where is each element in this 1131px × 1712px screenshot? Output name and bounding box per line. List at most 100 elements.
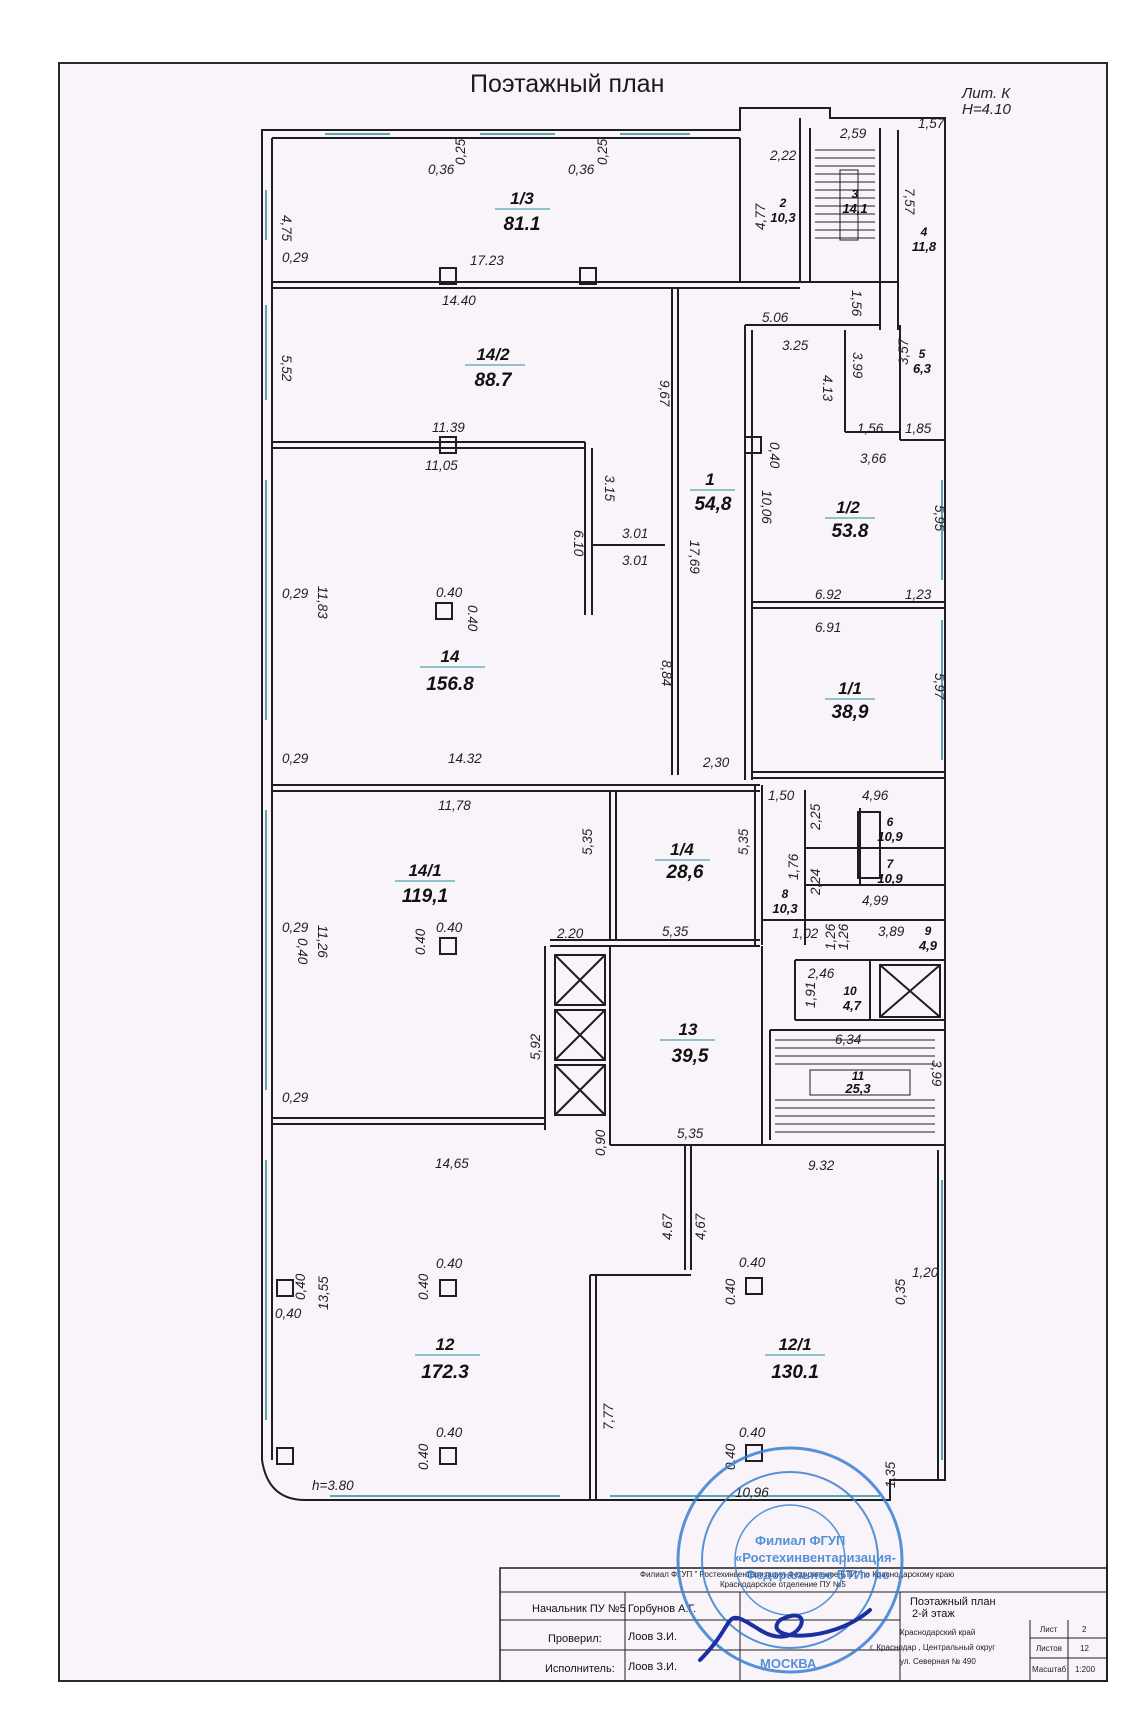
room-14-2: 14/288.7: [465, 345, 525, 391]
org-line-2: Краснодарское отделение ПУ №5: [720, 1580, 846, 1589]
svg-text:1: 1: [705, 470, 714, 489]
dim: 7,57: [902, 188, 917, 215]
dim: 1,35: [883, 1461, 898, 1488]
dim: 3,89: [878, 924, 905, 939]
svg-text:1/4: 1/4: [670, 840, 694, 859]
dim: 0,40: [275, 1306, 302, 1321]
svg-text:130.1: 130.1: [771, 1362, 819, 1383]
dim: 5,97: [932, 673, 947, 700]
dim: 0.40: [436, 585, 463, 600]
dim: 11,05: [425, 458, 458, 473]
dim: 5.06: [762, 310, 789, 325]
dim: 6,34: [835, 1032, 861, 1047]
dim: 0.40: [723, 1278, 738, 1305]
dim: 3,99: [929, 1060, 944, 1087]
svg-text:13: 13: [679, 1020, 698, 1039]
room-10: 104,7: [842, 984, 862, 1013]
dim: 4,67: [693, 1213, 708, 1240]
dim: 0.40: [465, 605, 480, 632]
svg-text:14: 14: [441, 647, 460, 666]
dim: 2,59: [839, 126, 867, 141]
dim: 1,50: [768, 788, 795, 803]
windows: [265, 133, 943, 1497]
dim: 5,52: [279, 355, 294, 382]
dim: 0,40: [295, 938, 310, 965]
dim: 0.40: [739, 1425, 766, 1440]
dim: 13,55: [316, 1276, 331, 1310]
dim: 6.91: [815, 620, 841, 635]
dim: 0,25: [453, 138, 468, 165]
dim: 0,35: [893, 1278, 908, 1305]
dim: 4,96: [862, 788, 889, 803]
dim: 1,56: [857, 421, 884, 436]
svg-text:53.8: 53.8: [832, 521, 869, 542]
dim: 3,66: [860, 451, 887, 466]
stamp-line-2: «Ростехинвентаризация-: [735, 1550, 896, 1565]
dim: 6.92: [815, 587, 842, 602]
doc-title: Поэтажный план: [910, 1596, 996, 1608]
dim: 4,77: [753, 203, 768, 230]
dim: 1,20: [912, 1265, 939, 1280]
room-12: 12 172.3: [415, 1335, 480, 1383]
svg-text:1/2: 1/2: [836, 498, 860, 517]
svg-text:14/2: 14/2: [476, 345, 510, 364]
svg-text:12: 12: [436, 1335, 455, 1354]
dim: 0,90: [593, 1129, 608, 1156]
svg-text:3: 3: [852, 187, 859, 201]
svg-text:54,8: 54,8: [695, 494, 732, 515]
scale-value: 1:200: [1075, 1665, 1096, 1674]
dim: 9.32: [808, 1158, 835, 1173]
row-role: Начальник ПУ №5: [532, 1603, 626, 1615]
dim: 4,75: [279, 215, 294, 242]
svg-text:11: 11: [852, 1069, 865, 1083]
dim: 1,56: [849, 290, 864, 317]
svg-text:10,3: 10,3: [772, 901, 798, 916]
dim: 3.01: [622, 553, 648, 568]
address-3: ул. Северная № 490: [900, 1657, 976, 1666]
dim: 5,35: [677, 1126, 704, 1141]
address-1: Краснодарский край: [900, 1628, 975, 1637]
walls: [261, 107, 946, 1501]
dim: 2.20: [556, 926, 584, 941]
dim: 11.39: [432, 420, 465, 435]
address-2: г. Краснодар , Центральный округ: [870, 1643, 995, 1652]
dim: 2,46: [807, 966, 835, 981]
room-3: 314,1: [842, 187, 867, 216]
dim: 4,99: [862, 893, 889, 908]
svg-text:1/1: 1/1: [838, 679, 862, 698]
svg-text:172.3: 172.3: [421, 1362, 469, 1383]
dim: 3.15: [602, 475, 617, 502]
dim: 10,96: [735, 1485, 769, 1500]
svg-text:14,1: 14,1: [842, 201, 867, 216]
svg-text:2: 2: [779, 196, 787, 210]
dim: 17.23: [470, 253, 504, 268]
svg-text:38,9: 38,9: [832, 702, 869, 723]
svg-text:1/3: 1/3: [510, 189, 534, 208]
sheet-value: 2: [1082, 1625, 1087, 1634]
svg-text:7: 7: [887, 857, 895, 871]
dim: 11,26: [315, 925, 330, 958]
svg-text:10,9: 10,9: [877, 829, 903, 844]
svg-text:28,6: 28,6: [666, 862, 704, 883]
stair-top: [815, 149, 875, 241]
room-1-3: 1/381.1: [495, 189, 550, 235]
row-name: Лоов З.И.: [628, 1661, 677, 1673]
dim: 3.99: [850, 352, 865, 379]
room-7: 710,9: [877, 857, 903, 886]
dim: 11,83: [315, 586, 330, 619]
svg-text:156.8: 156.8: [426, 674, 474, 695]
svg-text:39,5: 39,5: [672, 1046, 709, 1067]
dim: 0,29: [282, 586, 309, 601]
dim: 0.40: [436, 1425, 463, 1440]
dim: 0.40: [413, 928, 428, 955]
svg-text:4,7: 4,7: [842, 998, 862, 1013]
dim: 3.01: [622, 526, 648, 541]
dim: 0,25: [595, 138, 610, 165]
room-5: 56,3: [913, 347, 932, 376]
drawing-sheet: [58, 62, 1108, 1682]
row-name: Горбунов А.Г.: [628, 1603, 696, 1615]
room-6: 610,9: [877, 815, 903, 844]
